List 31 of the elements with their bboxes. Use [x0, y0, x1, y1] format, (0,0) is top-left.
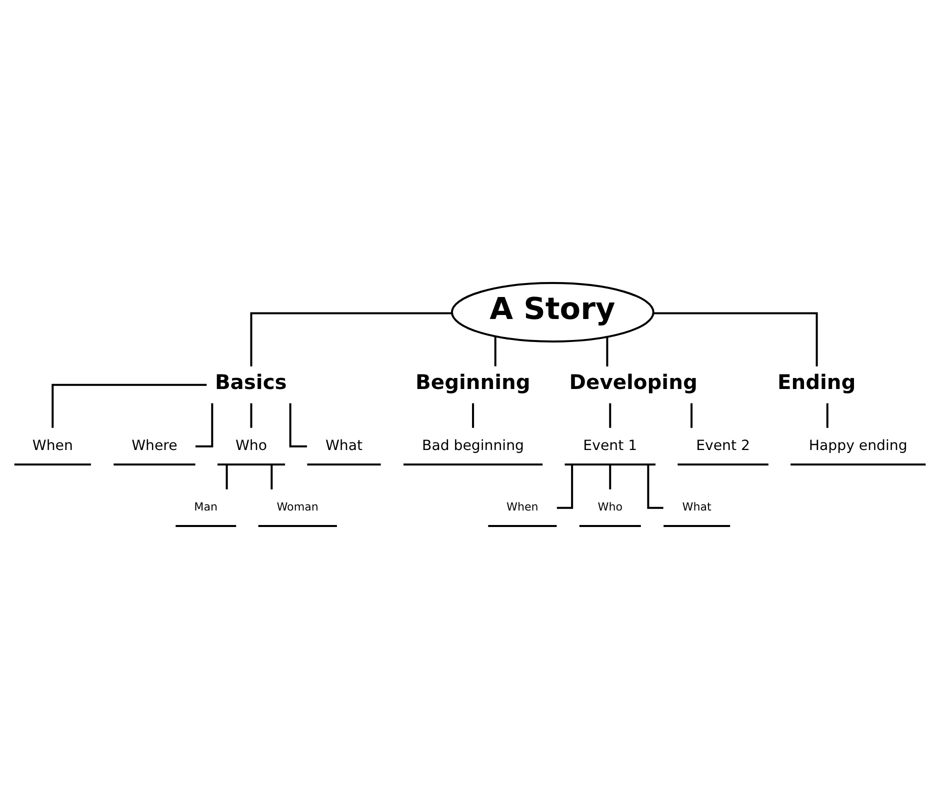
node-text: What: [682, 500, 711, 514]
node-text: Happy ending: [808, 438, 907, 454]
connector: [225, 464, 228, 490]
node-text: When: [506, 500, 538, 514]
connector: [51, 384, 206, 428]
node-text: Woman: [276, 500, 318, 514]
node-text: Event 2: [696, 438, 750, 454]
connector: [608, 403, 611, 428]
connector: [652, 312, 818, 366]
node-text: Bad beginning: [422, 438, 524, 454]
node-text: When: [32, 438, 72, 454]
node-text: Ending: [776, 370, 856, 394]
node-text: Basics: [214, 370, 286, 394]
node-text: Who: [597, 500, 622, 514]
connector: [250, 403, 252, 428]
node-text: Who: [234, 438, 267, 454]
connector: [250, 312, 452, 366]
connector: [606, 336, 608, 366]
node-text: Where: [131, 438, 177, 454]
connector: [826, 403, 828, 428]
node-text: Man: [194, 500, 218, 514]
connector: [690, 403, 692, 428]
connector: [608, 464, 611, 490]
node-text: What: [324, 438, 362, 454]
connector: [494, 336, 496, 366]
node-text: Event 1: [582, 438, 637, 454]
connector: [472, 403, 474, 428]
node-text: Beginning: [415, 370, 530, 394]
connector: [270, 464, 272, 490]
node-text: Developing: [568, 370, 697, 394]
node-ellipse: A Story: [450, 282, 654, 342]
